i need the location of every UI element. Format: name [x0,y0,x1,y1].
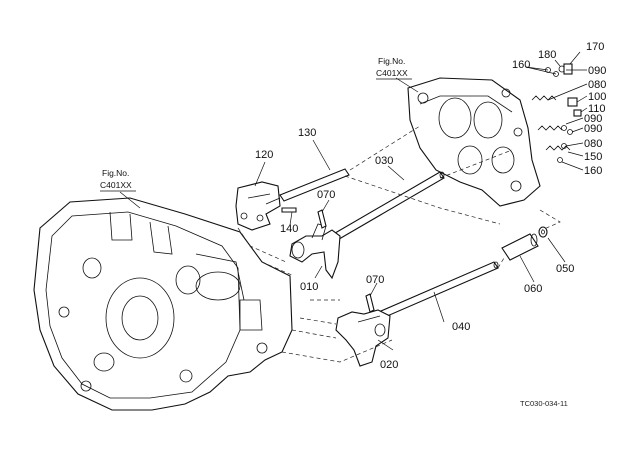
callout-090-a: 090 [588,65,606,77]
shift-fork-020 [335,309,391,367]
shift-fork-010 [289,223,341,280]
callout-160-lower: 160 [584,165,602,177]
spring-middle [537,125,563,131]
callout-090-b: 090 [584,113,602,125]
leader-lines [119,51,588,351]
callout-020: 020 [380,359,398,371]
callout-070-upper: 070 [317,189,335,201]
drawing-code: TC030-034-11 [520,399,568,408]
callout-150: 150 [584,151,602,163]
callout-010: 010 [300,281,318,293]
collar-060 [501,233,539,261]
detent-hardware [531,63,582,163]
callout-060: 060 [524,283,542,295]
plug-170 [563,63,573,75]
shift-cover-housing [407,77,541,207]
callout-180: 180 [538,49,556,61]
figure-ref-upper-line2: C401XX [376,68,408,78]
callout-080-a: 080 [588,79,606,91]
figure-ref-left-line1: Fig.No. [102,168,129,178]
transmission-case-left [33,197,293,411]
ball-090b [561,125,567,131]
shift-rod-040 [373,261,499,321]
callout-080-b: 080 [584,138,602,150]
figure-ref-upper: Fig.No. C401XX [376,56,412,80]
callout-100: 100 [588,91,606,103]
callout-160-upper: 160 [512,59,530,71]
callout-170: 170 [586,41,604,53]
callout-130: 130 [298,127,316,139]
spring-upper [531,95,557,101]
ball-160c [557,157,563,163]
pin-070-lower [365,293,375,313]
callout-110: 110 [588,103,606,115]
plug-110 [573,109,582,117]
assembly-lines [237,125,561,363]
figure-ref-upper-line1: Fig.No. [378,56,405,66]
figure-ref-left: Fig.No. C401XX [100,168,136,192]
callouts: 130 120 030 070 140 010 070 040 020 060 … [255,41,606,371]
pin-140 [281,207,297,213]
callout-070-lower: 070 [366,274,384,286]
pin-070-upper [317,209,327,229]
washer-050 [538,226,548,238]
callout-030: 030 [375,155,393,167]
callout-140: 140 [280,223,298,235]
figure-ref-left-line2: C401XX [100,180,132,190]
callout-120: 120 [255,149,273,161]
shift-rod-130 [265,168,350,205]
shift-fork-120 [235,181,281,231]
plug-100 [567,97,578,107]
callout-040: 040 [452,321,470,333]
ball-090c [567,129,573,135]
callout-090-c: 090 [584,123,602,135]
callout-050: 050 [556,263,574,275]
shift-rod-030 [329,171,445,243]
ball-160b [553,71,559,77]
